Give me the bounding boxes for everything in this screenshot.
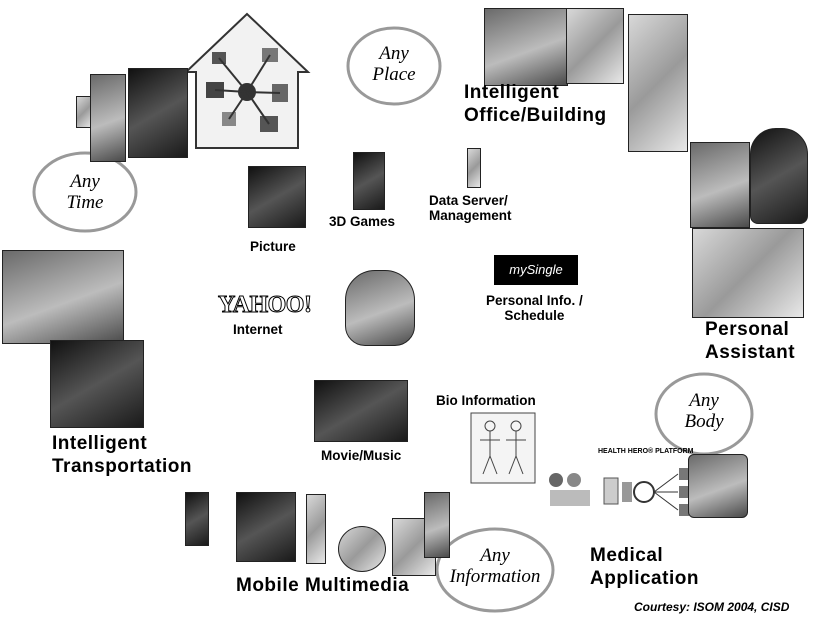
picture-label: Picture xyxy=(250,239,296,254)
credit-text: Courtesy: ISOM 2004, CISD xyxy=(634,600,790,614)
mysingle-logo: mySingle xyxy=(494,255,578,285)
transportation-label: Intelligent Transportation xyxy=(52,433,193,477)
bio-information-label: Bio Information xyxy=(436,393,536,408)
any-time-label: Any Time xyxy=(66,171,104,213)
bio-chart-illustration xyxy=(470,412,536,484)
any-information-label: Any Information xyxy=(449,545,541,587)
smart-home-illustration xyxy=(183,12,311,149)
yahoo-logo: YAHOO! xyxy=(217,292,312,319)
internet-label: Internet xyxy=(233,322,283,337)
family-photo xyxy=(688,454,748,518)
cd-player-photo xyxy=(338,526,386,572)
office-building-label: Intelligent Office/Building xyxy=(464,82,607,126)
personal-assistant-label: Personal Assistant xyxy=(705,319,796,363)
health-hero-banner: HEALTH HERO® PLATFORM xyxy=(598,448,694,455)
data-server-photo xyxy=(467,148,481,188)
flower-photo xyxy=(128,68,188,158)
any-body-label: Any Body xyxy=(684,390,724,432)
oval-any-information xyxy=(435,527,555,613)
oval-any-time xyxy=(32,151,138,233)
oval-any-place xyxy=(346,26,442,106)
road-photo xyxy=(50,340,144,428)
couple-photo xyxy=(692,228,804,318)
office-worker-photo xyxy=(566,8,624,84)
pda-device-photo xyxy=(750,128,808,224)
traffic-photo xyxy=(2,250,124,344)
tablet-device-photo xyxy=(90,74,126,162)
stylus-pda-photo xyxy=(690,142,750,228)
medical-platform-illustration xyxy=(549,468,689,516)
office-robot-photo xyxy=(484,8,568,86)
any-place-label: Any Place xyxy=(372,43,416,85)
pda-phone-photo xyxy=(306,494,326,564)
mobile-multimedia-label: Mobile Multimedia xyxy=(236,575,410,596)
movie-music-label: Movie/Music xyxy=(321,448,402,463)
hand-device-photo xyxy=(345,270,415,346)
personal-info-label: Personal Info. / Schedule xyxy=(486,293,583,323)
movie-music-photo xyxy=(314,380,408,442)
skyscraper-photo xyxy=(628,14,688,152)
picture-photo xyxy=(248,166,306,228)
camcorder-photo xyxy=(185,492,209,546)
3d-games-photo xyxy=(353,152,385,210)
medical-application-label: Medical Application xyxy=(590,545,699,589)
data-server-label: Data Server/ Management xyxy=(429,193,512,223)
3d-games-label: 3D Games xyxy=(329,214,396,229)
laptop-photo xyxy=(236,492,296,562)
mp3-player-photo xyxy=(424,492,450,558)
